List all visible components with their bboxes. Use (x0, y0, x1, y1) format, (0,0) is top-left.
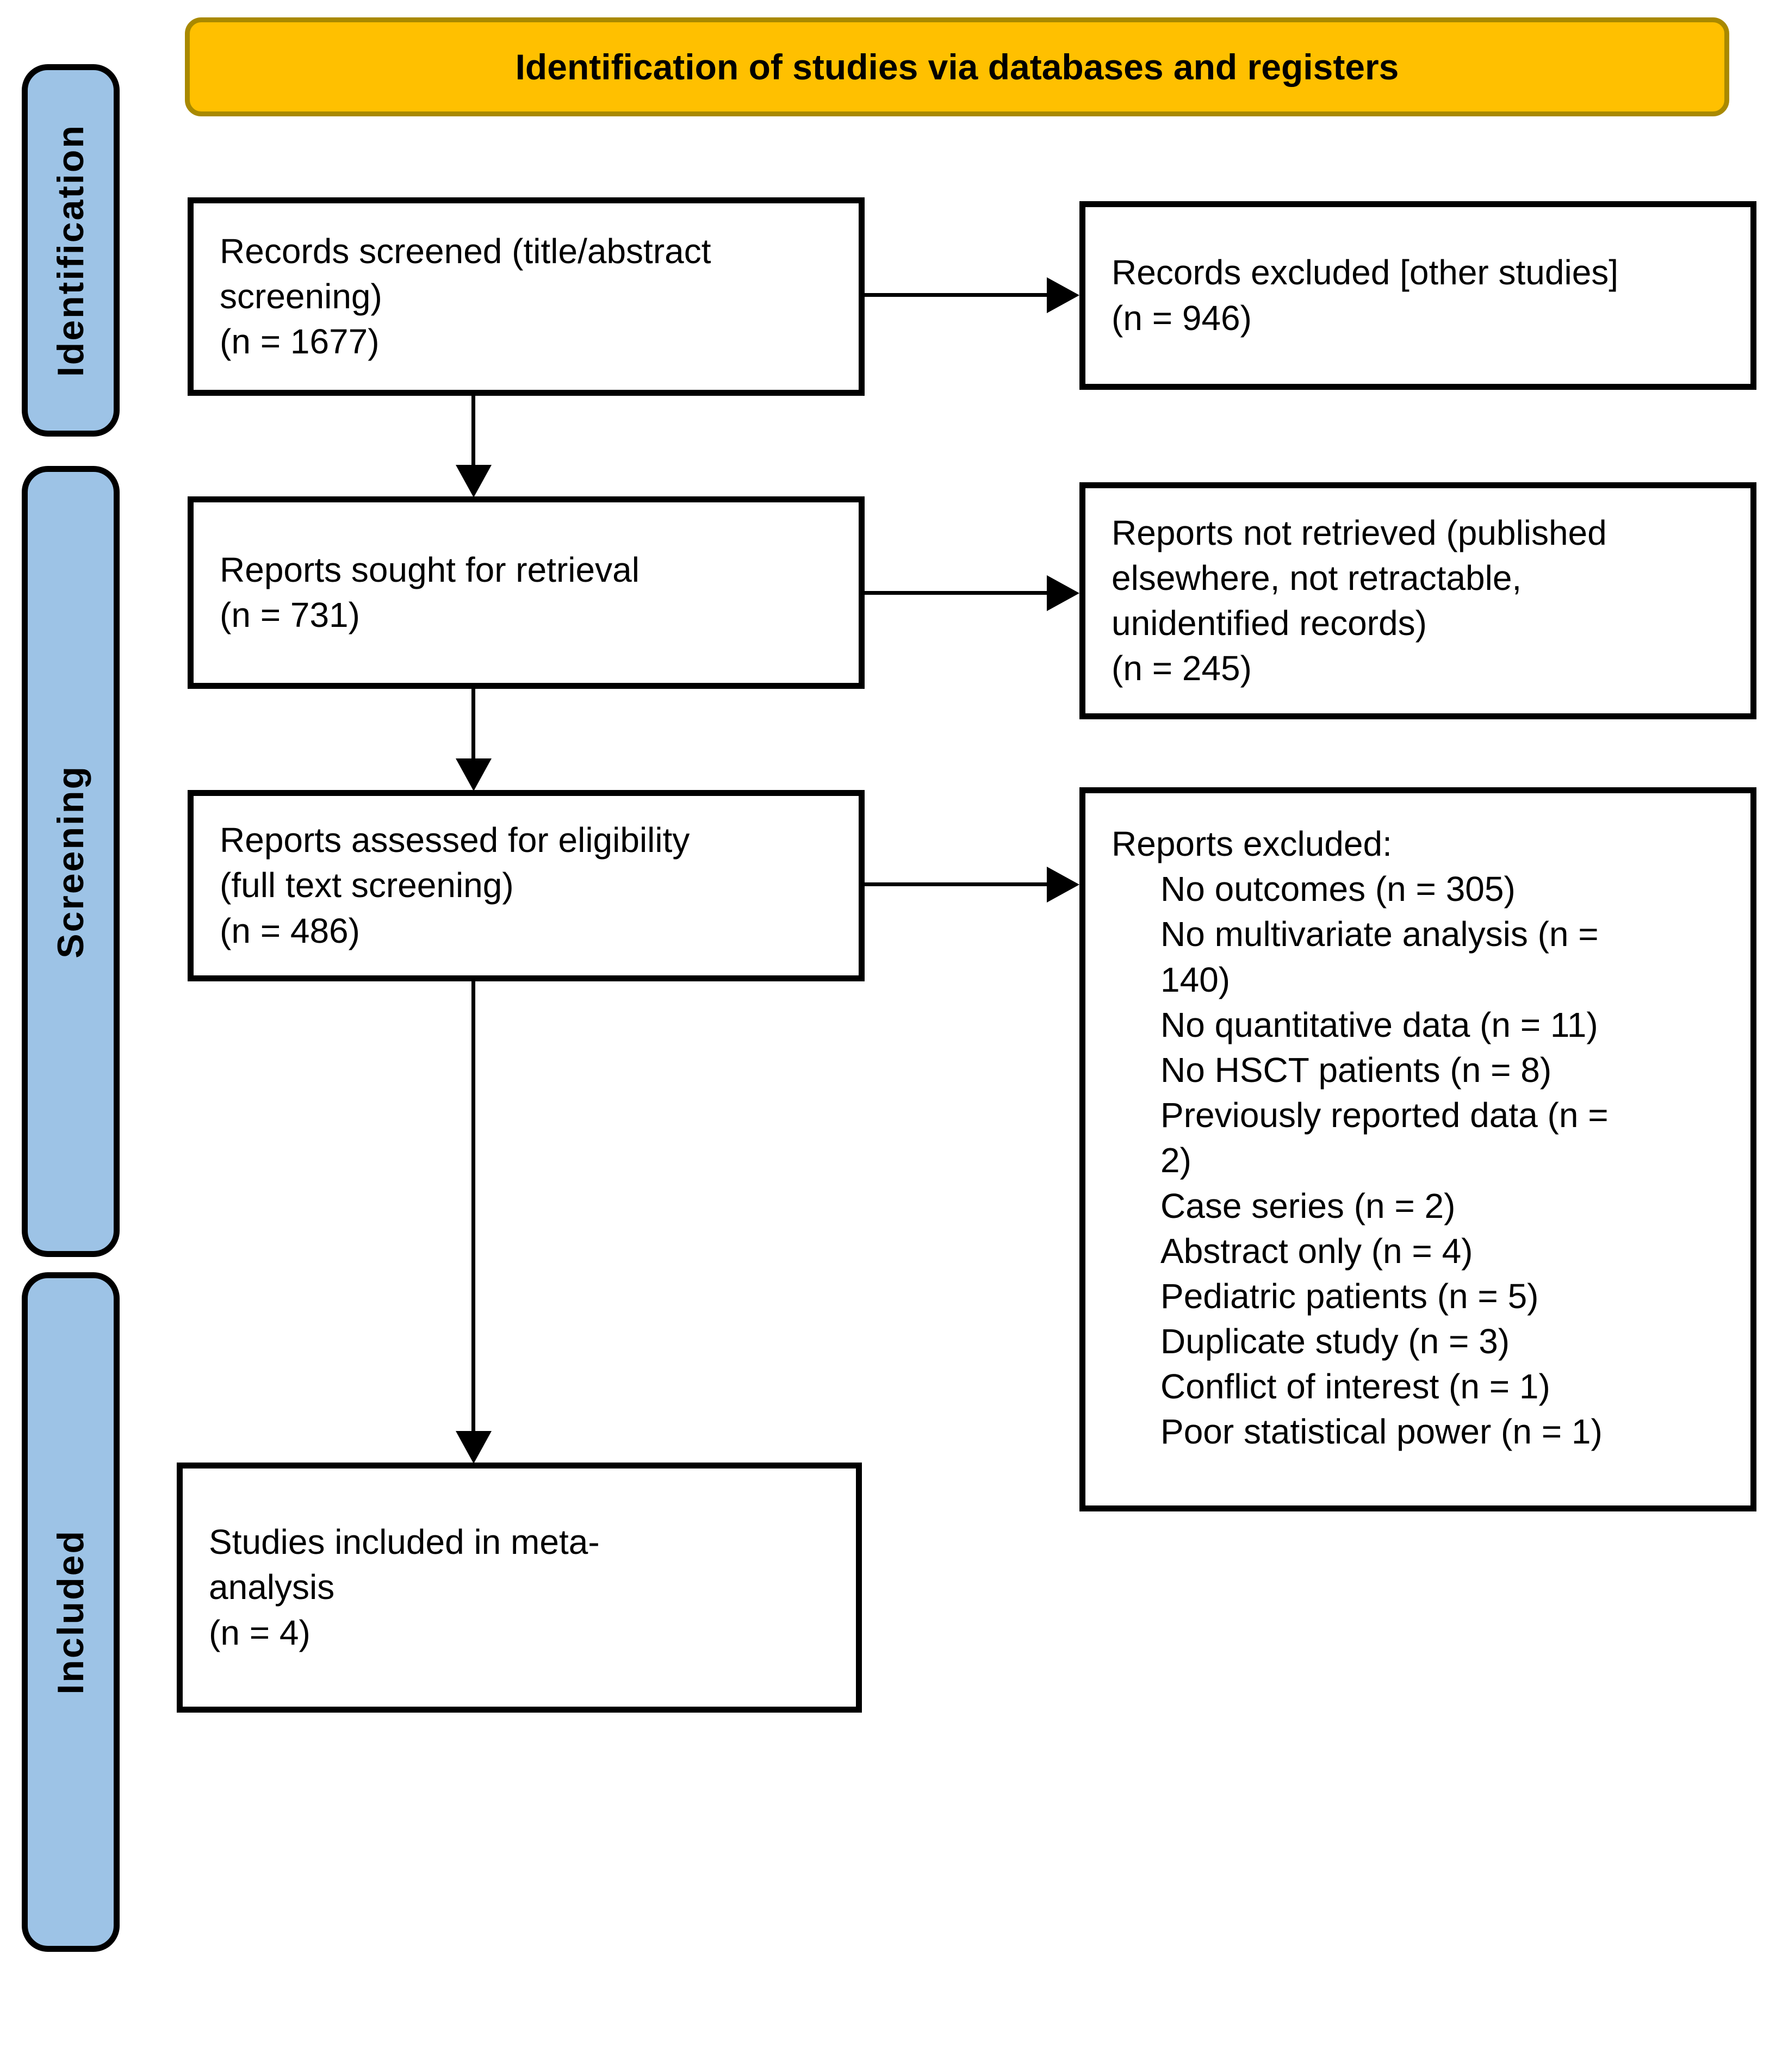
exclusion-reason: No HSCT patients (n = 8) (1160, 1050, 1552, 1090)
arrow-line-sought-to-not-retrieved (865, 591, 1048, 595)
stage-label-included: Included (50, 1529, 91, 1695)
arrow-line-assessed-to-included (471, 981, 475, 1431)
box-count: (n = 1677) (220, 322, 380, 362)
box-line: Records screened (title/abstract screeni… (220, 231, 711, 316)
exclusion-reason-list: No outcomes (n = 305) No multivariate ana… (1112, 867, 1734, 1454)
arrow-line-assessed-to-excluded (865, 882, 1048, 886)
arrowhead-right-icon (1047, 575, 1079, 611)
stage-bar-included: Included (22, 1272, 120, 1952)
exclusion-reason: Previously reported data (n = 2) (1160, 1096, 1609, 1180)
exclusion-reason: Poor statistical power (n = 1) (1160, 1412, 1603, 1452)
box-reports-assessed: Reports assessed for eligibility (full t… (188, 790, 865, 981)
box-count: (n = 486) (220, 911, 360, 950)
exclusion-reason: Case series (n = 2) (1160, 1186, 1456, 1225)
arrowhead-down-icon (456, 465, 492, 497)
exclusion-reason: No outcomes (n = 305) (1160, 869, 1516, 909)
box-count: (n = 731) (220, 595, 360, 634)
stage-label-screening: Screening (50, 764, 91, 959)
box-reports-sought: Reports sought for retrieval (n = 731) (188, 496, 865, 689)
banner-title: Identification of studies via databases … (185, 17, 1729, 116)
box-line: Reports assessed for eligibility (full t… (220, 820, 690, 905)
exclusion-reason: No multivariate analysis (n = 140) (1160, 914, 1599, 999)
box-line: Reports sought for retrieval (220, 550, 639, 589)
stage-label-identification: Identification (50, 123, 91, 377)
arrow-line-screened-to-excluded (865, 293, 1048, 297)
stage-bar-identification: Identification (22, 64, 120, 437)
box-count: (n = 946) (1112, 298, 1252, 338)
stage-bar-screening: Screening (22, 466, 120, 1257)
box-reports-not-retrieved: Reports not retrieved (published elsewhe… (1079, 482, 1756, 719)
exclusion-heading: Reports excluded: (1112, 824, 1392, 863)
exclusion-reason: Abstract only (n = 4) (1160, 1231, 1473, 1271)
box-records-screened: Records screened (title/abstract screeni… (188, 197, 865, 396)
exclusion-reason: Conflict of interest (n = 1) (1160, 1367, 1550, 1407)
exclusion-reason: Pediatric patients (n = 5) (1160, 1276, 1539, 1316)
arrowhead-right-icon (1047, 867, 1079, 903)
arrowhead-down-icon (456, 1431, 492, 1464)
box-line: Studies included in meta-analysis (209, 1522, 600, 1607)
arrowhead-right-icon (1047, 277, 1079, 313)
exclusion-reason: Duplicate study (n = 3) (1160, 1322, 1510, 1361)
box-studies-included: Studies included in meta-analysis (n = 4… (177, 1463, 862, 1713)
banner-title-text: Identification of studies via databases … (515, 47, 1399, 87)
box-line: Records excluded [other studies] (1112, 253, 1619, 293)
box-count: (n = 4) (209, 1613, 311, 1652)
box-records-excluded: Records excluded [other studies] (n = 94… (1079, 201, 1756, 390)
arrowhead-down-icon (456, 758, 492, 791)
arrow-line-sought-to-assessed (471, 689, 475, 758)
arrow-line-screened-to-sought (471, 396, 475, 465)
box-line: Reports not retrieved (published elsewhe… (1112, 513, 1607, 643)
box-count: (n = 245) (1112, 649, 1252, 688)
exclusion-reason: No quantitative data (n = 11) (1160, 1005, 1598, 1044)
box-reports-excluded: Reports excluded: No outcomes (n = 305)N… (1079, 787, 1756, 1511)
